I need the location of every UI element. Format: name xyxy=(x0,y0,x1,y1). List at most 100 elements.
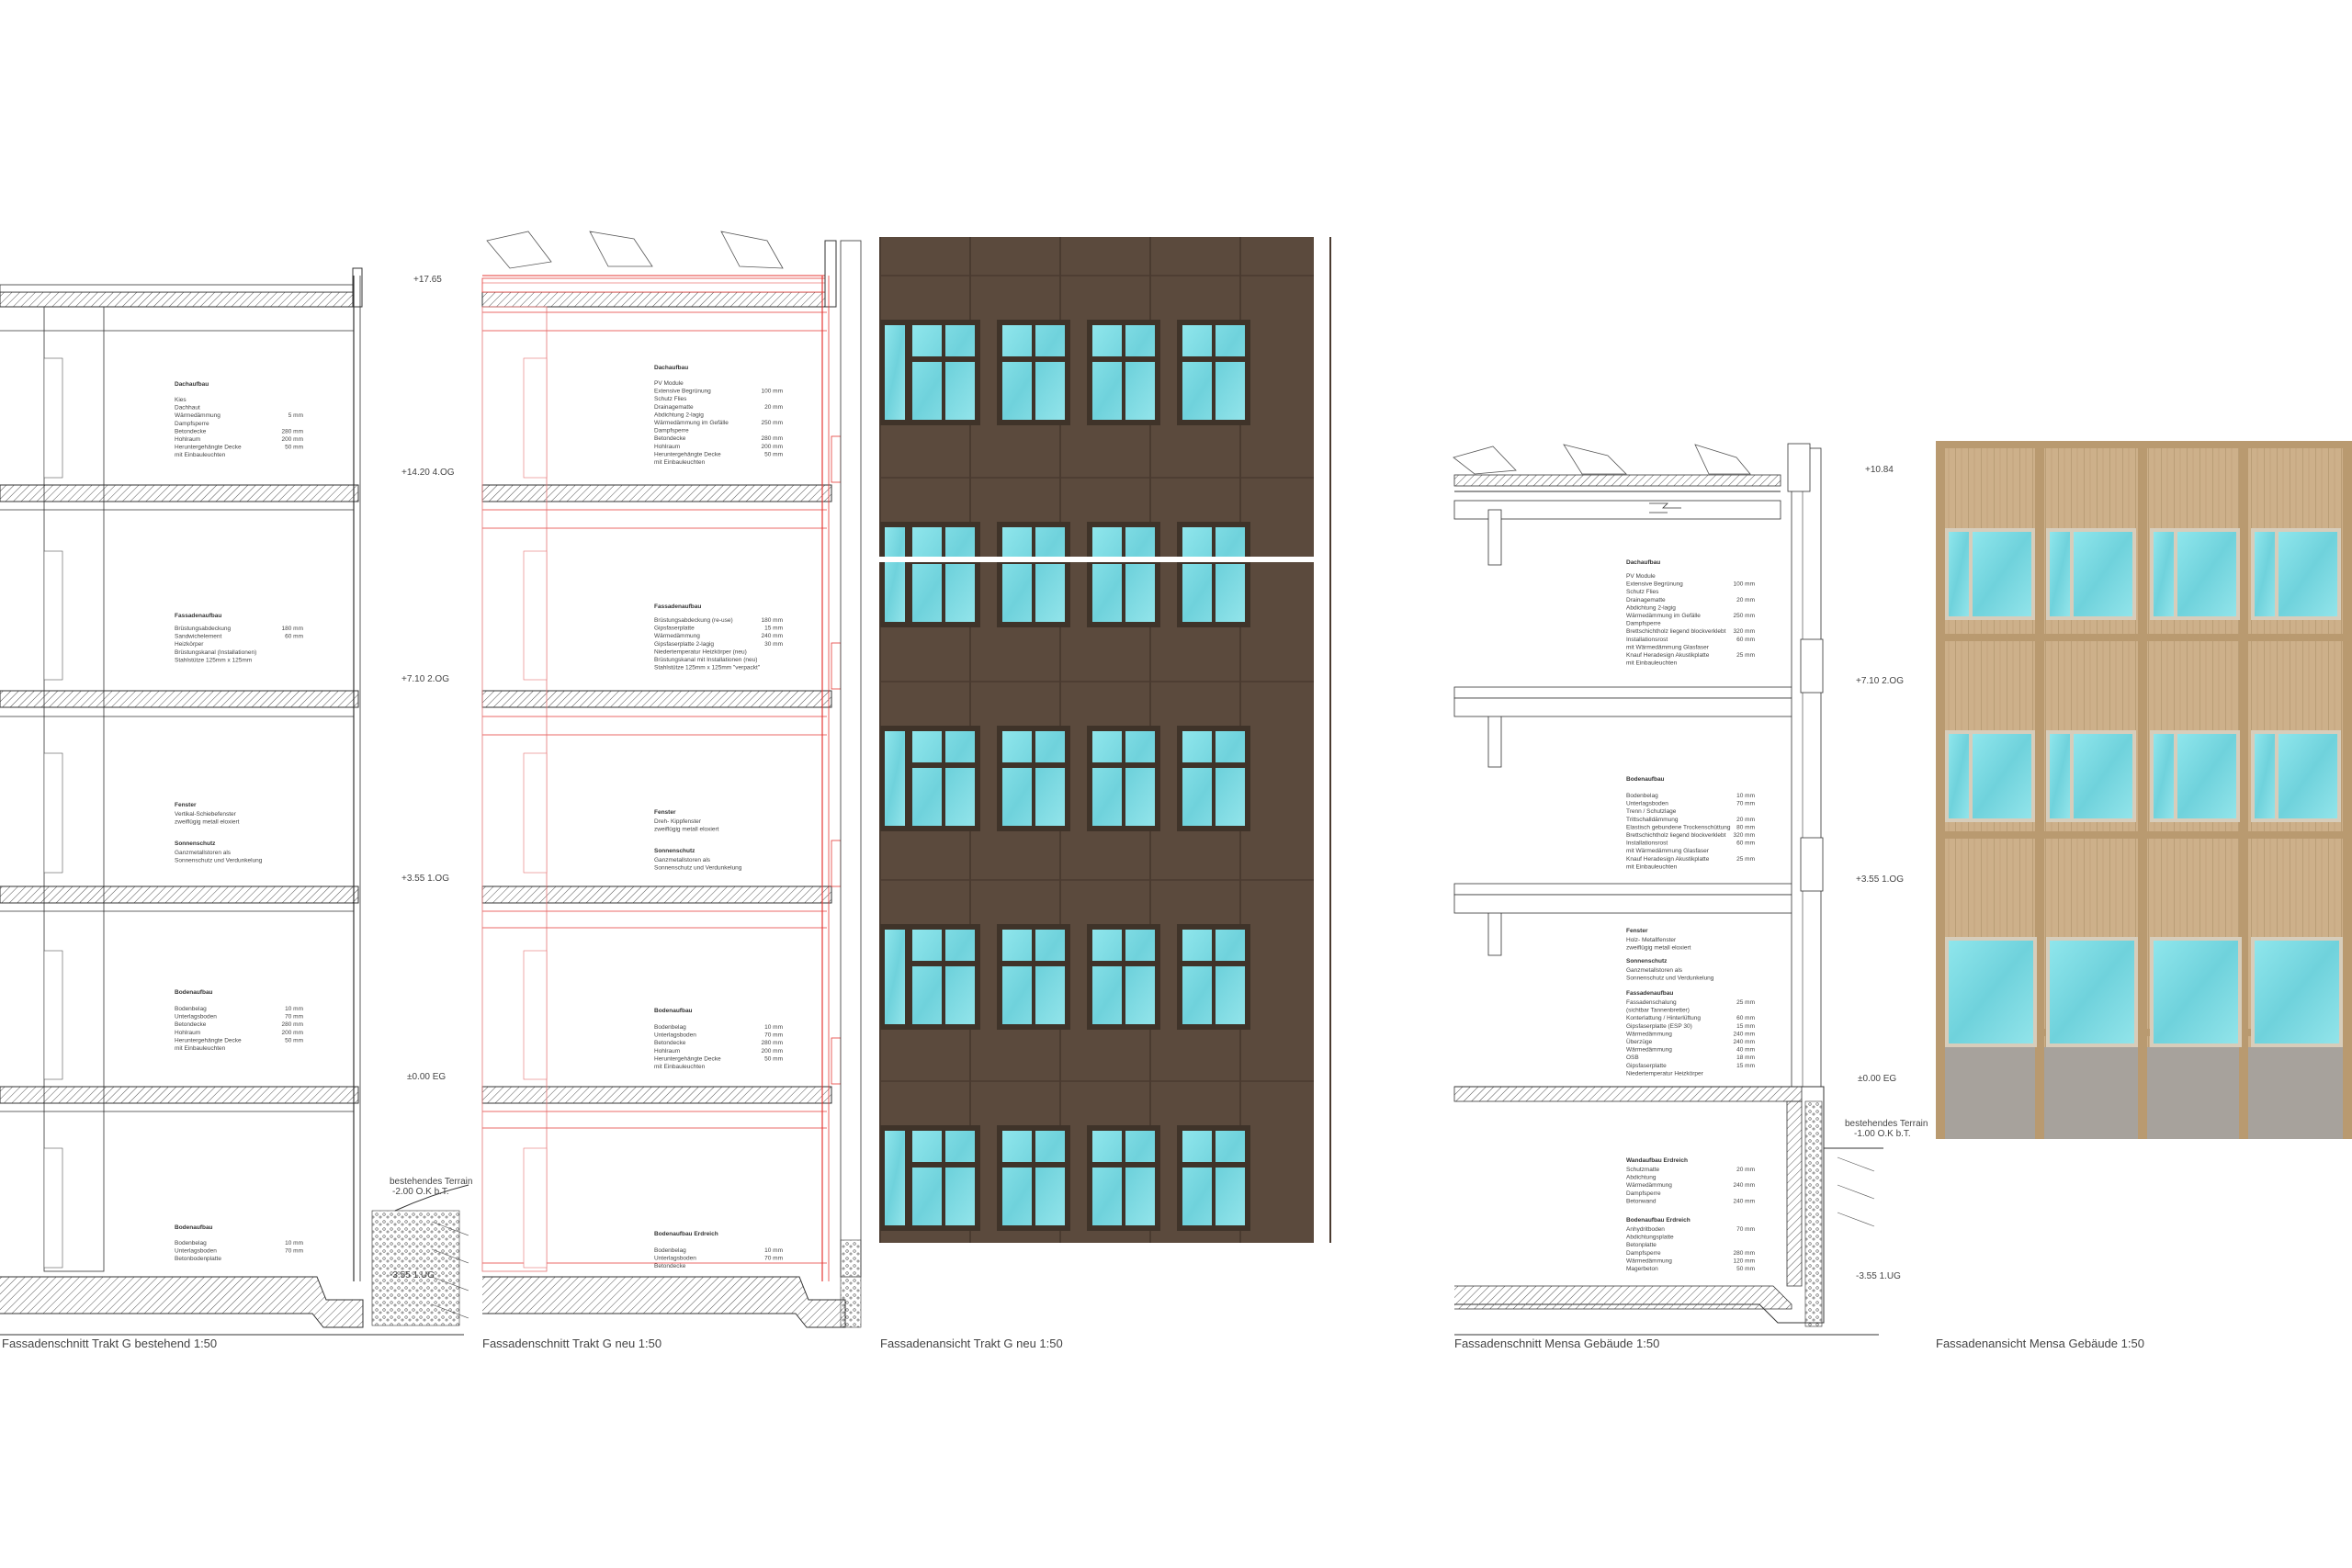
window-glass xyxy=(2255,941,2339,1043)
note-value: 240 mm xyxy=(1734,1182,1755,1189)
note-line: Bodenbelag xyxy=(1626,793,1658,799)
window-glass xyxy=(2050,941,2134,1043)
note-line: Extensive Begrünung xyxy=(654,389,711,395)
note-value: 30 mm xyxy=(764,641,783,648)
level-1og-mensa: +3.55 1.OG xyxy=(1856,874,1904,885)
note-value: 20 mm xyxy=(1736,817,1755,823)
note-value: 20 mm xyxy=(1736,597,1755,604)
note-value: 280 mm xyxy=(762,1040,783,1046)
svg-text:Sonnenschutz: Sonnenschutz xyxy=(175,840,216,847)
svg-text:Wandaufbau Erdreich: Wandaufbau Erdreich xyxy=(1626,1157,1688,1164)
note-line: Betondecke xyxy=(654,1263,686,1269)
note-line: Drainagematte xyxy=(654,404,694,411)
note-line: Extensive Begrünung xyxy=(1626,581,1683,588)
window-glass xyxy=(1949,941,2033,1043)
note-value: 70 mm xyxy=(285,1014,303,1021)
note-line: Heruntergehängte Decke xyxy=(654,1055,721,1062)
note-line: Vertikal-Schiebefenster xyxy=(175,811,237,818)
level-2og-bestehend: +7.10 2.OG xyxy=(401,674,449,684)
note-line: mit Wärmedämmung Glasfaser xyxy=(1626,644,1710,650)
svg-text:Fassadenaufbau: Fassadenaufbau xyxy=(175,613,221,619)
note-line: Ganzmetallstoren als xyxy=(1626,967,1683,974)
window-mullion xyxy=(1212,930,1216,1024)
window-mullion xyxy=(1212,527,1216,622)
svg-text:Fenster: Fenster xyxy=(175,802,197,808)
svg-text:Bodenaufbau: Bodenaufbau xyxy=(1626,776,1665,783)
note-value: 10 mm xyxy=(285,1240,303,1247)
timber-post xyxy=(1936,441,1945,1139)
window-mullion xyxy=(1032,527,1035,622)
note-line: Trenn / Schutzlage xyxy=(1626,808,1677,815)
note-value: 15 mm xyxy=(764,626,783,632)
window-mullion xyxy=(942,325,945,420)
note-value: 60 mm xyxy=(285,634,303,640)
window-glass xyxy=(2154,734,2174,818)
note-line: Brüstungskanal mit Installationen (neu) xyxy=(654,657,757,663)
note-line: Abdichtungsplatte xyxy=(1626,1235,1674,1241)
note-value: 200 mm xyxy=(762,1048,783,1055)
note-line: Sandwichelement xyxy=(175,634,222,640)
note-line: OSB xyxy=(1626,1055,1639,1061)
window-mullion xyxy=(1122,930,1125,1024)
note-line: Bodenbelag xyxy=(175,1006,207,1012)
note-line: Drainagematte xyxy=(1626,597,1666,604)
level-1og-bestehend: +3.55 1.OG xyxy=(401,874,449,884)
note-line: Bodenbelag xyxy=(654,1247,686,1254)
note-line: Wärmedämmung xyxy=(175,412,220,419)
window-mullion xyxy=(1122,731,1125,826)
note-line: Wärmedämmung xyxy=(1626,1047,1672,1054)
note-line: Installationsrost xyxy=(1626,840,1668,847)
note-line: Hohlraum xyxy=(175,436,200,443)
svg-text:Dachaufbau: Dachaufbau xyxy=(654,365,688,371)
note-line: Installationsrost xyxy=(1626,637,1668,643)
note-value: 20 mm xyxy=(1736,1167,1755,1173)
note-line: Brettschichtholz liegend blockverklebt xyxy=(1626,628,1726,635)
note-line: Schutz Flies xyxy=(654,396,687,402)
note-value: 80 mm xyxy=(1736,824,1755,830)
note-line: Hohlraum xyxy=(654,1048,680,1055)
timber-band xyxy=(1936,441,2352,448)
level-eg-bestehend: ±0.00 EG xyxy=(407,1072,446,1082)
timber-post xyxy=(2138,441,2147,1139)
note-line: Fassadenschalung xyxy=(1626,999,1677,1006)
note-line: Wärmedämmung im Gefälle xyxy=(654,420,729,426)
level-ug-mensa: -3.55 1.UG xyxy=(1856,1271,1901,1281)
window-mullion xyxy=(942,930,945,1024)
note-line: Niedertemperatur Heizkörper xyxy=(1626,1070,1704,1077)
note-value: 240 mm xyxy=(1734,1039,1755,1045)
terrain-label-bestehend: bestehendes Terrain xyxy=(390,1177,472,1187)
note-line: Betondecke xyxy=(175,1021,207,1028)
window-mullion xyxy=(1032,325,1035,420)
terrain-value-mensa: -1.00 O.K b.T. xyxy=(1854,1129,1911,1139)
note-value: 50 mm xyxy=(285,1037,303,1043)
level-2og-mensa: +7.10 2.OG xyxy=(1856,676,1904,686)
note-line: mit Einbauleuchten xyxy=(1626,660,1678,667)
note-line: PV Module xyxy=(654,380,684,387)
note-line: Brüstungsabdeckung xyxy=(175,626,231,632)
window-glass xyxy=(885,930,905,1024)
note-value: 100 mm xyxy=(762,389,783,395)
note-line: (sichtbar Tannenbretter) xyxy=(1626,1008,1690,1014)
level-roof-bestehend: +17.65 xyxy=(413,275,442,285)
note-line: Brettschichtholz liegend blockverklebt xyxy=(1626,832,1726,839)
window-glass xyxy=(2154,941,2238,1043)
note-value: 180 mm xyxy=(762,617,783,624)
note-value: 25 mm xyxy=(1736,652,1755,659)
note-line: Betondecke xyxy=(654,435,686,442)
note-line: mit Einbauleuchten xyxy=(654,459,706,466)
note-line: Heruntergehängte Decke xyxy=(175,1037,242,1043)
window-glass xyxy=(2154,532,2174,616)
note-value: 10 mm xyxy=(1736,793,1755,799)
window-glass xyxy=(2177,532,2236,616)
note-line: Unterlagsboden xyxy=(175,1248,217,1255)
note-value: 15 mm xyxy=(1736,1023,1755,1030)
note-line: Dampfsperre xyxy=(175,421,209,427)
note-value: 60 mm xyxy=(1736,637,1755,643)
note-line: Ganzmetallstoren als xyxy=(175,850,232,856)
timber-band xyxy=(1936,1029,2352,1036)
svg-text:Sonnenschutz: Sonnenschutz xyxy=(1626,958,1668,964)
svg-text:Bodenaufbau Erdreich: Bodenaufbau Erdreich xyxy=(654,1231,718,1237)
svg-text:Bodenaufbau: Bodenaufbau xyxy=(175,1224,213,1231)
timber-post xyxy=(2343,441,2352,1139)
